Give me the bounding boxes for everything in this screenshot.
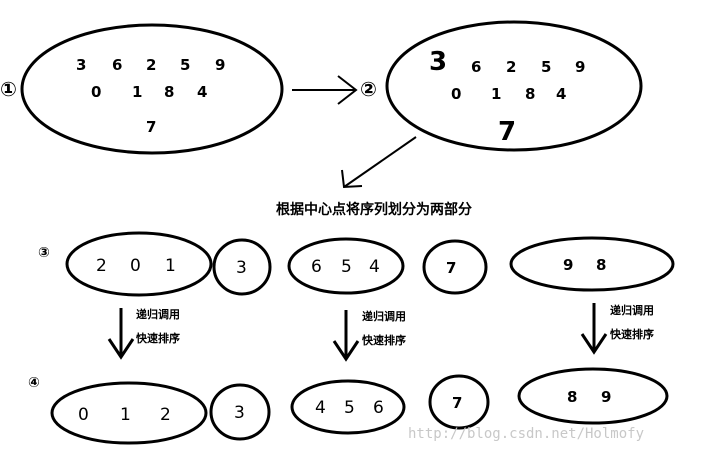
- partition-left-ellipse: [65, 231, 213, 297]
- stage2-number: 4: [556, 85, 566, 103]
- recursion-label-2b: 快速排序: [361, 333, 406, 347]
- sorted-number: 8: [567, 388, 577, 406]
- sorted-pivot-circle-3: [209, 383, 271, 441]
- stage1-number: 7: [146, 118, 156, 136]
- stage2-number: 2: [506, 58, 516, 76]
- stage1-ellipse: [20, 23, 284, 155]
- stage1-number: 9: [215, 56, 225, 74]
- sorted-number: 1: [120, 405, 131, 425]
- arrow-down-left: [341, 136, 417, 189]
- sorted-number: 5: [344, 398, 355, 418]
- sorted-number: 9: [601, 388, 611, 406]
- stage1-number: 1: [132, 83, 142, 101]
- stage1-number: 2: [146, 56, 156, 74]
- stage2-number: 9: [575, 58, 585, 76]
- step-marker-1: ①: [0, 77, 17, 101]
- partition-number: 5: [341, 257, 352, 277]
- partition-right-ellipse: [509, 236, 675, 292]
- stage1-number: 0: [91, 83, 101, 101]
- pivot-circle-3: [212, 238, 272, 296]
- step-marker-2: ②: [360, 77, 377, 101]
- pivot-number: 3: [236, 258, 247, 278]
- step-marker-4: ④: [28, 375, 40, 391]
- stage1-number: 6: [112, 56, 122, 74]
- stage1-number: 5: [180, 56, 190, 74]
- recursion-label-3b: 快速排序: [609, 327, 654, 341]
- partition-number: 6: [311, 257, 322, 277]
- sorted-middle-ellipse: [290, 379, 406, 435]
- pivot-circle-7: [422, 239, 488, 295]
- partition-number: 4: [369, 257, 380, 277]
- sorted-pivot-number: 3: [234, 403, 245, 423]
- arrow-down-3: [580, 303, 608, 355]
- sorted-number: 2: [160, 405, 171, 425]
- partition-number: 1: [165, 256, 176, 276]
- sorted-pivot-number: 7: [452, 394, 462, 412]
- recursion-label-1b: 快速排序: [135, 331, 180, 345]
- stage1-number: 4: [197, 83, 207, 101]
- pivot-number: 7: [446, 259, 456, 277]
- stage2-number: 0: [451, 85, 461, 103]
- sorted-number: 6: [373, 398, 384, 418]
- stage2-ellipse: [385, 20, 643, 152]
- sorted-right-ellipse: [517, 367, 669, 425]
- stage1-number: 3: [76, 56, 86, 74]
- arrow-down-2: [332, 310, 360, 362]
- partition-number: 8: [596, 256, 606, 274]
- partition-number: 9: [563, 256, 573, 274]
- pivot-top: 3: [429, 47, 447, 77]
- partition-number: 0: [130, 256, 141, 276]
- partition-number: 2: [96, 256, 107, 276]
- recursion-label-3a: 递归调用: [610, 303, 654, 317]
- partition-caption: 根据中心点将序列划分为两部分: [276, 201, 472, 218]
- stage2-number: 1: [491, 85, 501, 103]
- sorted-number: 0: [78, 405, 89, 425]
- stage2-number: 5: [541, 58, 551, 76]
- arrow-right: [292, 75, 358, 105]
- partition-middle-ellipse: [287, 237, 405, 295]
- stage1-number: 8: [164, 83, 174, 101]
- sorted-number: 4: [315, 398, 326, 418]
- arrow-down-1: [107, 308, 135, 360]
- recursion-label-1a: 递归调用: [136, 307, 180, 321]
- watermark: http://blog.csdn.net/Holmofy: [408, 426, 644, 442]
- pivot-bottom: 7: [498, 117, 516, 147]
- sorted-left-ellipse: [50, 381, 208, 445]
- sorted-pivot-circle-7: [428, 374, 490, 430]
- stage2-number: 8: [525, 85, 535, 103]
- step-marker-3: ③: [38, 245, 50, 261]
- stage2-number: 6: [471, 58, 481, 76]
- recursion-label-2a: 递归调用: [362, 309, 406, 323]
